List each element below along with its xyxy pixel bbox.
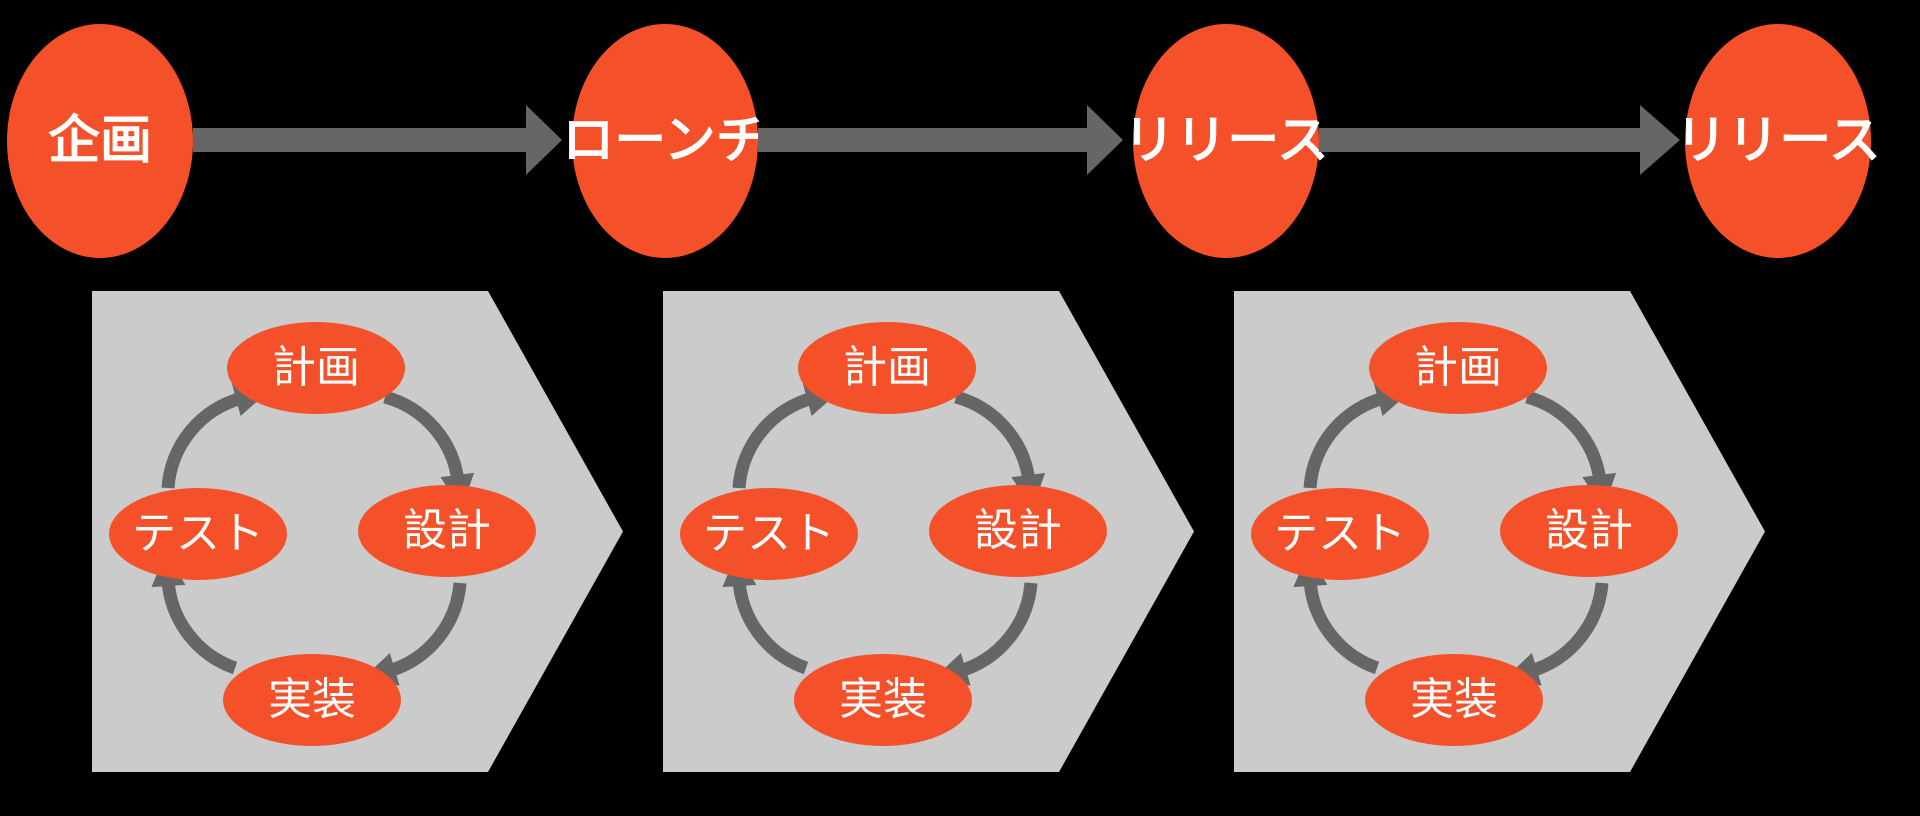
cycle-arrow-impl-to-test — [722, 552, 809, 675]
cycle-step-label: テスト — [1274, 508, 1406, 559]
cycle-step-label: 設計 — [974, 505, 1062, 556]
cycle-arrow-plan-to-design — [383, 390, 475, 509]
cycle-arrow-design-to-impl — [362, 582, 467, 686]
cycle-step-label: 設計 — [1545, 505, 1633, 556]
cycle-step-impl: 実装 — [794, 654, 972, 746]
iteration-chevron-3: 計画 設計 実装 テスト — [1234, 291, 1774, 772]
chevron-graphic — [663, 291, 1194, 772]
cycle-step-test: テスト — [109, 488, 287, 580]
cycle-arrow-design-to-impl — [1504, 582, 1609, 686]
stage-arrow-3 — [1319, 105, 1680, 175]
stage-ellipse-release1: リリース — [1123, 24, 1329, 258]
cycle-step-label: 計画 — [1414, 342, 1502, 393]
stage-arrow-2 — [758, 105, 1123, 175]
cycle-step-label: 実装 — [1410, 674, 1498, 725]
cycle-arrow-plan-to-design — [1525, 390, 1617, 509]
cycle-step-label: 計画 — [843, 342, 931, 393]
cycle-arrow-test-to-plan — [1303, 383, 1412, 489]
cycle-step-design: 設計 — [929, 485, 1107, 577]
stage-arrow-1 — [193, 105, 562, 175]
cycle-step-label: 設計 — [403, 505, 491, 556]
cycle-step-design: 設計 — [1500, 485, 1678, 577]
right-arrow-icon — [193, 105, 562, 175]
cycle-arrow-test-to-plan — [732, 383, 841, 489]
stage-label: ローンチ — [562, 111, 768, 171]
cycle-arrow-design-to-impl — [933, 582, 1038, 686]
cycle-step-label: 計画 — [272, 342, 360, 393]
stage-label: 企画 — [47, 111, 152, 171]
right-arrow-icon — [758, 105, 1123, 175]
stage-ellipse-kikaku: 企画 — [7, 24, 193, 258]
stage-ellipse-launch: ローンチ — [562, 24, 768, 258]
stage-ellipse-release2: リリース — [1675, 24, 1881, 258]
stage-label: リリース — [1123, 111, 1329, 171]
cycle-step-label: テスト — [132, 508, 264, 559]
right-arrow-icon — [1319, 105, 1680, 175]
cycle-arrow-plan-to-design — [954, 390, 1046, 509]
cycle-arrow-impl-to-test — [1293, 552, 1380, 675]
cycle-step-label: 実装 — [839, 674, 927, 725]
cycle-step-label: 実装 — [268, 674, 356, 725]
chevron-graphic — [92, 291, 623, 772]
cycle-step-impl: 実装 — [223, 654, 401, 746]
cycle-step-impl: 実装 — [1365, 654, 1543, 746]
cycle-step-plan: 計画 — [798, 322, 976, 414]
cycle-step-test: テスト — [1251, 488, 1429, 580]
cycle-step-plan: 計画 — [1369, 322, 1547, 414]
iteration-chevron-1: 計画 設計 実装 テスト — [92, 291, 632, 772]
iteration-chevron-2: 計画 設計 実装 テスト — [663, 291, 1203, 772]
cycle-arrow-impl-to-test — [151, 552, 238, 675]
cycle-arrow-test-to-plan — [161, 383, 270, 489]
cycle-step-label: テスト — [703, 508, 835, 559]
cycle-step-design: 設計 — [358, 485, 536, 577]
stage-label: リリース — [1675, 111, 1881, 171]
cycle-step-test: テスト — [680, 488, 858, 580]
cycle-step-plan: 計画 — [227, 322, 405, 414]
chevron-graphic — [1234, 291, 1765, 772]
